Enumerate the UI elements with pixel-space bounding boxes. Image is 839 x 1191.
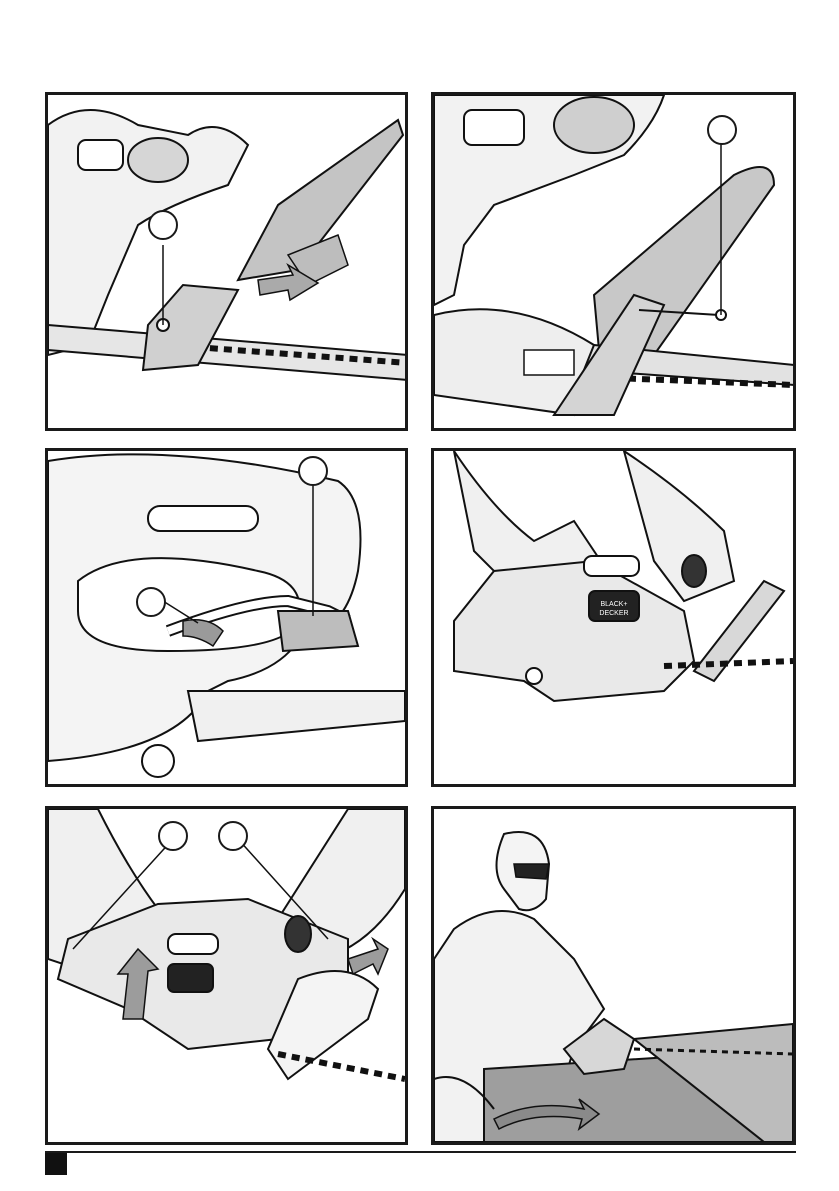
- figure-panel-two-hand-grip: BLACK+ DECKER: [431, 448, 796, 787]
- callout-circle: [158, 821, 188, 851]
- illustration-hedge-cutting: [434, 809, 793, 1142]
- illustration-blade-guard-attach: [48, 95, 405, 428]
- figure-panel-blade-guard-attach: [45, 92, 408, 431]
- illustration-switch-operation: [48, 809, 405, 1142]
- figure-panel-switch-operation: [45, 806, 408, 1145]
- callout-circle: [148, 210, 178, 240]
- figure-panel-cable-retainer: [45, 448, 408, 787]
- callout-circle: [707, 115, 737, 145]
- page-marker-label: [45, 1153, 67, 1175]
- brand-logo-line2: DECKER: [599, 610, 628, 617]
- illustration-cable-retainer: [48, 451, 405, 784]
- callout-circle: [298, 456, 328, 486]
- callout-circle: [136, 587, 166, 617]
- figure-panel-hedge-cutting: [431, 806, 796, 1145]
- callout-circle: [218, 821, 248, 851]
- illustration-two-hand-grip: BLACK+ DECKER: [434, 451, 793, 784]
- footer-rule: [45, 1151, 796, 1153]
- illustration-blade-guard-screw: [434, 95, 793, 428]
- figure-panel-blade-guard-screw: [431, 92, 796, 431]
- brand-logo-line1: BLACK+: [600, 601, 627, 608]
